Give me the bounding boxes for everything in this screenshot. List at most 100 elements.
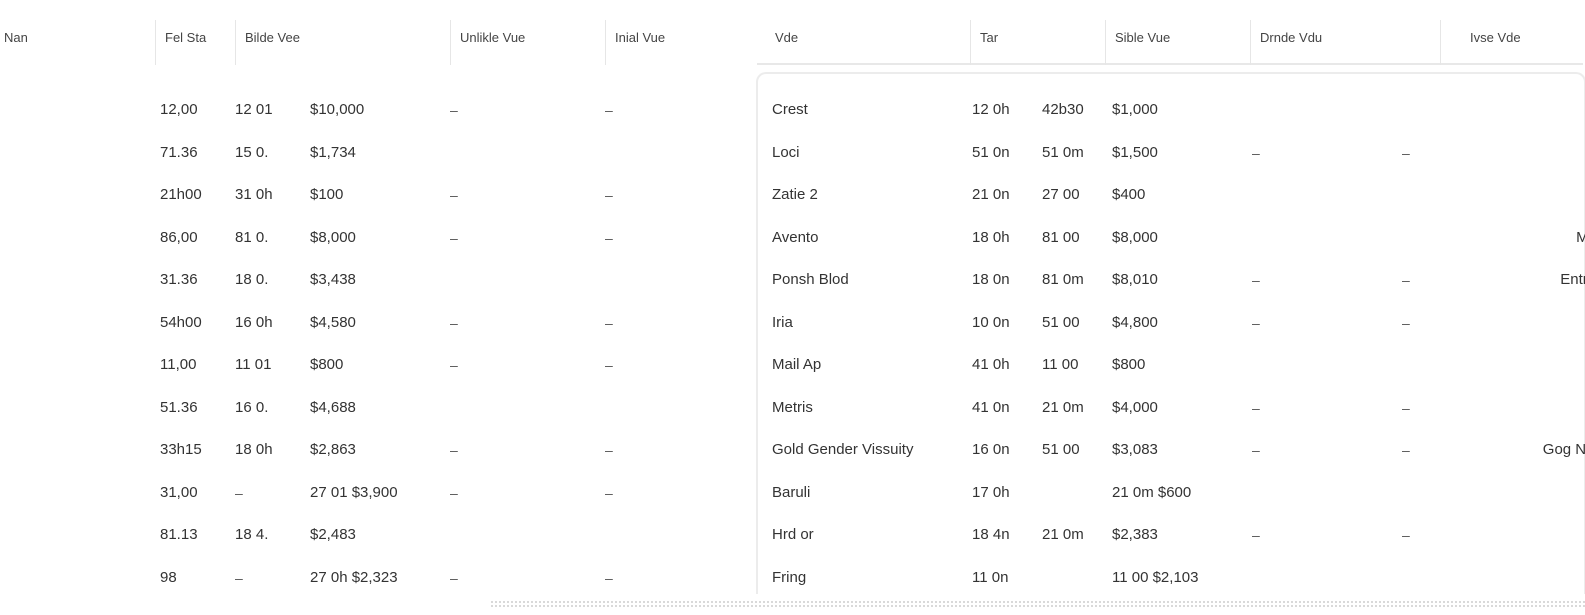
table-cell: – — [450, 187, 458, 203]
table-cell: 16 0h — [235, 313, 273, 331]
horizontal-scrollbar[interactable] — [490, 600, 1585, 607]
table-cell: 86,00 — [160, 228, 198, 246]
table-cell: – — [1402, 527, 1410, 543]
column-divider — [235, 20, 236, 65]
table-cell: 51 0n — [972, 143, 1010, 161]
table-cell: 27 0h $2,323 — [310, 568, 398, 586]
column-header[interactable]: Vde — [775, 30, 799, 45]
table-cell: Ir — [1502, 314, 1585, 332]
table-cell: 21 0m — [1042, 526, 1084, 543]
table-cell: 21 0m $600 — [1112, 483, 1192, 501]
table-cell: – — [450, 442, 458, 458]
table-cell: Gold Gender Vissuity — [772, 441, 914, 458]
table-cell: Ccc — [1502, 101, 1585, 119]
table-cell: $3,438 — [310, 271, 356, 288]
table-cell: – — [605, 569, 613, 586]
table-cell: 16 0. — [235, 398, 269, 416]
table-cell: 11 00 $2,103 — [1112, 568, 1199, 586]
table-cell: $8,010 — [1112, 271, 1158, 288]
table-cell: 27 01 $3,900 — [310, 483, 398, 501]
table-cell: – — [1402, 442, 1410, 458]
table-cell: Mol Ap — [1502, 356, 1585, 374]
table-cell: – — [605, 442, 613, 458]
table-cell: 81 0m — [1042, 271, 1084, 288]
table-cell: Hrd — [1502, 526, 1585, 544]
table-cell: 71.36 — [160, 143, 198, 161]
table-cell: $2,383 — [1112, 526, 1158, 543]
table-cell: Iria — [772, 313, 793, 331]
column-header[interactable]: Sible Vue — [1115, 30, 1171, 45]
table-cell: – — [1402, 399, 1410, 416]
column-header[interactable]: Bilde Vee — [245, 30, 300, 45]
table-cell: 16 0n — [972, 441, 1010, 458]
table-cell: Mail Ap — [772, 356, 822, 373]
column-divider — [605, 20, 606, 65]
table-cell: 17 0h — [972, 483, 1010, 501]
column-divider — [450, 20, 451, 65]
table-cell: – — [450, 484, 458, 501]
table-cell: – — [1402, 314, 1410, 331]
table-cell: 54h00 — [160, 313, 202, 331]
table-cell: – — [235, 484, 243, 501]
column-header[interactable]: Fel Sta — [165, 30, 207, 45]
column-header[interactable]: Inial Vue — [615, 30, 666, 45]
table-cell: 51 00 — [1042, 441, 1080, 458]
table-row[interactable]: 31,00–27 01 $3,900–– — [160, 483, 725, 503]
table-cell: 21 0m — [1042, 398, 1084, 416]
table-cell: Crest — [772, 101, 808, 118]
table-cell: 12 01 — [235, 101, 273, 118]
table-cell: 11 01 — [235, 356, 272, 373]
table-cell: – — [605, 357, 613, 373]
column-header[interactable]: Unlikle Vue — [460, 30, 526, 45]
table-cell: $3,083 — [1112, 441, 1158, 458]
table-cell: Tab — [1502, 144, 1585, 162]
table-cell: Hrd or — [772, 526, 814, 543]
table-cell: 21h00 — [160, 186, 202, 203]
table-cell: $10,000 — [310, 101, 365, 118]
column-divider — [970, 20, 971, 65]
column-header[interactable]: Tar — [980, 30, 999, 45]
table-cell: 42b30 — [1042, 101, 1084, 118]
table-cell: Gog Nkd Fpn — [1542, 441, 1585, 458]
table-row[interactable]: 98–27 0h $2,323–– — [160, 568, 725, 588]
column-header[interactable]: Ivse Vde — [1470, 30, 1521, 45]
table-cell: $2,483 — [310, 526, 356, 543]
table-cell: $2,863 — [310, 441, 356, 458]
table-cell: $100 — [310, 186, 344, 203]
table-cell: – — [1252, 272, 1260, 288]
column-header[interactable]: Drnde Vdu — [1260, 30, 1323, 45]
table-cell: 98 — [160, 568, 177, 586]
table-cell: $800 — [1112, 356, 1146, 373]
table-cell: Metris — [772, 398, 813, 416]
table-cell: – — [1402, 144, 1410, 161]
table-cell: 51.36 — [160, 398, 198, 416]
table-cell: – — [1252, 144, 1260, 161]
table-cell: 18 4. — [235, 526, 269, 543]
table-cell: Fring — [772, 568, 807, 586]
table-cell: 41 0n — [972, 398, 1010, 416]
column-header: Nan — [4, 30, 28, 45]
table-cell: – — [605, 229, 613, 246]
